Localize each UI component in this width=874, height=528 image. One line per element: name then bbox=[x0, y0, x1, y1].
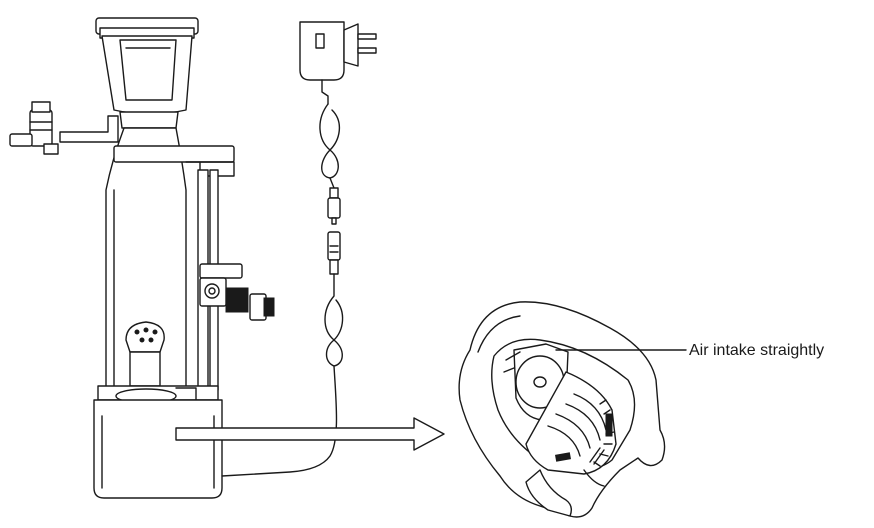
power-cable bbox=[221, 103, 344, 477]
skimmer-unit bbox=[9, 17, 275, 499]
power-adapter bbox=[299, 21, 377, 105]
direction-arrow bbox=[175, 417, 445, 451]
air-intake-pipe bbox=[9, 101, 119, 155]
detail-view bbox=[458, 301, 666, 518]
diffuser bbox=[125, 321, 165, 387]
air-intake-label: Air intake straightly bbox=[689, 342, 825, 359]
clamp bbox=[199, 263, 275, 321]
